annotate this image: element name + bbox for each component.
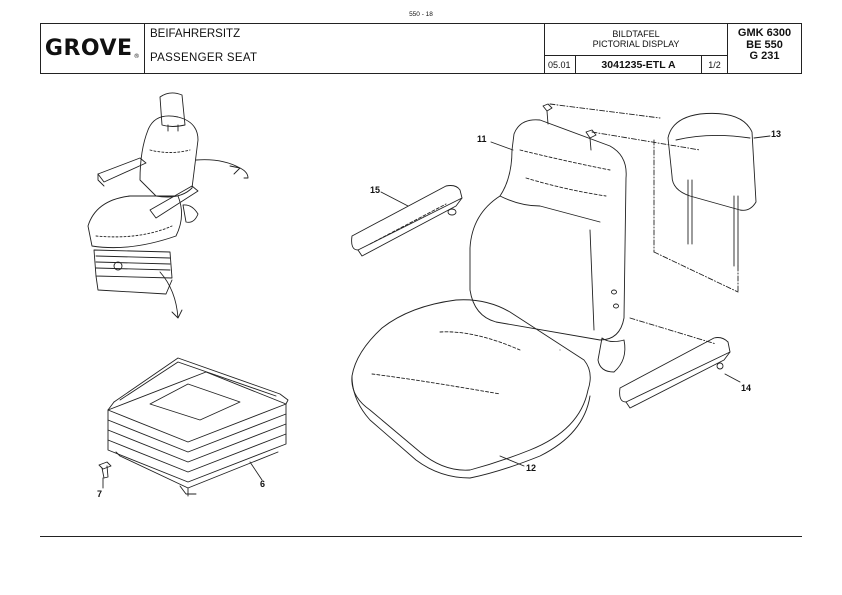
headrest-illustration	[653, 112, 771, 293]
pictorial-display-label: PICTORIAL DISPLAY	[592, 39, 680, 49]
logo-text: GROVE	[44, 36, 133, 61]
callout-6: 6	[260, 479, 266, 489]
title-block: GROVE® BEIFAHRERSITZ PASSENGER SEAT BILD…	[40, 23, 802, 74]
callout-7: 7	[97, 489, 103, 499]
model-cell: GMK 6300 BE 550 G 231	[728, 24, 801, 73]
date-cell: 05.01	[545, 56, 576, 73]
bellows-illustration	[98, 357, 289, 497]
page-number: 550 - 18	[409, 11, 433, 18]
model-be: BE 550	[746, 38, 783, 51]
model-g: G 231	[749, 50, 780, 62]
title-german: BEIFAHRERSITZ	[150, 28, 241, 40]
footer-divider	[40, 536, 802, 537]
title-english: PASSENGER SEAT	[150, 52, 258, 64]
callout-12: 12	[526, 463, 537, 473]
backrest-illustration	[469, 103, 701, 373]
model-gmk: GMK 6300	[737, 27, 792, 39]
armrest-right-illustration	[619, 317, 741, 409]
callout-15: 15	[370, 185, 381, 195]
document-number: 3041235-ETL A	[576, 56, 702, 73]
bildtafel-label: BILDTAFEL	[612, 29, 660, 39]
sheet-number: 1/2	[702, 56, 728, 73]
grove-logo: GROVE®	[41, 24, 145, 73]
registered-mark: ®	[133, 53, 141, 60]
callout-14: 14	[741, 383, 752, 393]
callout-13: 13	[771, 129, 782, 139]
callout-11: 11	[477, 134, 487, 144]
seat-cushion-illustration	[351, 299, 591, 479]
display-type-cell: BILDTAFEL PICTORIAL DISPLAY	[545, 24, 728, 56]
overview-seat-illustration	[87, 92, 249, 319]
armrest-left-illustration	[351, 185, 463, 257]
title-cell: BEIFAHRERSITZ PASSENGER SEAT	[145, 24, 545, 73]
